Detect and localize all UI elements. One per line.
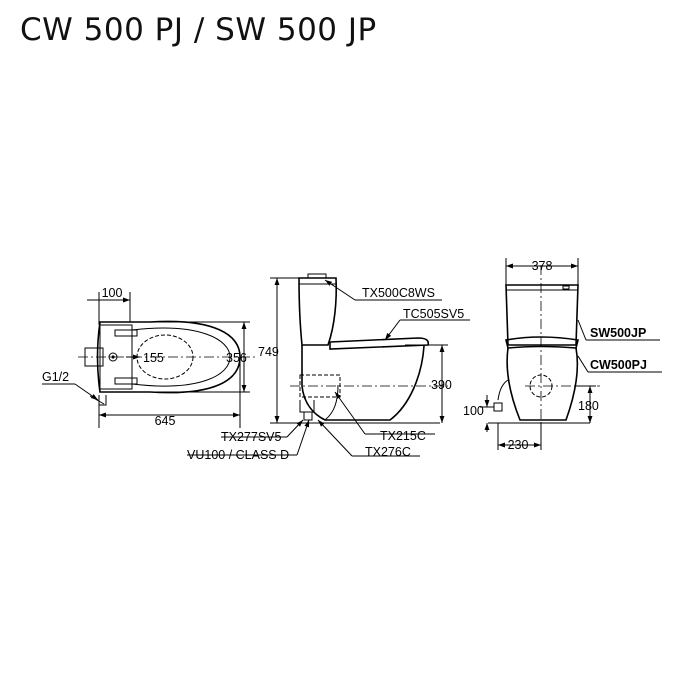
front-view-seat <box>505 336 579 349</box>
dim-front-378: 378 <box>505 258 579 285</box>
callout-seat: TC505SV5 <box>384 307 470 341</box>
top-view-hinge-bottom <box>114 377 138 385</box>
top-view-inlet-valve <box>98 395 107 406</box>
model-label-bowl: CW500PJ <box>577 355 662 373</box>
front-view-bowl <box>506 347 579 421</box>
side-view-seat <box>329 337 430 350</box>
dim-front-230-label: 230 <box>508 438 529 452</box>
side-view-tank <box>298 277 338 346</box>
model-label-tank: SW500JP <box>577 319 660 341</box>
top-view-hinge-top <box>114 329 138 337</box>
callout-tank-label: TX500C8WS <box>362 286 435 300</box>
front-view-tank <box>505 284 579 346</box>
dim-top-100-label: 100 <box>102 286 123 300</box>
callout-flange: TX276C <box>317 419 420 459</box>
dim-top-155-label: 155 <box>143 351 164 365</box>
model-label-tank-text: SW500JP <box>590 326 646 340</box>
dim-front-378-label: 378 <box>532 259 553 273</box>
callout-seat-label: TC505SV5 <box>403 307 464 321</box>
dim-front-100: 100 <box>463 395 494 432</box>
dim-side-749: 749 <box>258 277 300 424</box>
dim-top-100: 100 <box>87 286 131 325</box>
callout-valve-class-label: VU100 / CLASS D <box>187 448 289 462</box>
callout-outlet-label: TX215C <box>380 429 426 443</box>
label-g12-text: G1/2 <box>42 370 69 384</box>
callout-valve-class: VU100 / CLASS D <box>187 419 310 462</box>
dim-top-645-label: 645 <box>155 414 176 428</box>
side-view: 749 390 TX500C8WS TC505SV5 TX277SV5 VU10 <box>187 273 470 462</box>
dim-side-390-label: 390 <box>431 378 452 392</box>
dim-side-749-label: 749 <box>258 345 279 359</box>
callout-tank: TX500C8WS <box>324 279 442 301</box>
front-view: 378 100 180 230 SW500JP <box>463 258 662 452</box>
dim-top-645: 645 <box>98 360 241 428</box>
side-view-bowl <box>301 345 425 421</box>
dim-front-180: 180 <box>576 385 599 423</box>
top-view-bowl-outline <box>96 320 241 394</box>
page-title: CW 500 PJ / SW 500 JP <box>20 12 377 48</box>
dim-top-155: 155 <box>126 351 164 365</box>
dim-front-180-label: 180 <box>578 399 599 413</box>
dim-side-390: 390 <box>405 344 452 423</box>
label-g12: G1/2 <box>42 370 99 401</box>
top-view: 100 155 356 645 G1/2 <box>42 286 255 428</box>
callout-flange-label: TX276C <box>365 445 411 459</box>
callout-valve: TX277SV5 <box>221 419 304 444</box>
dim-top-356: 356 <box>150 321 250 393</box>
model-label-bowl-text: CW500PJ <box>590 358 647 372</box>
dim-front-230: 230 <box>497 423 542 452</box>
front-view-inlet-pipe <box>497 379 509 401</box>
callout-outlet: TX215C <box>334 391 435 443</box>
dim-top-356-label: 356 <box>226 351 247 365</box>
dim-front-100-label: 100 <box>463 404 484 418</box>
callout-valve-label: TX277SV5 <box>221 430 282 444</box>
